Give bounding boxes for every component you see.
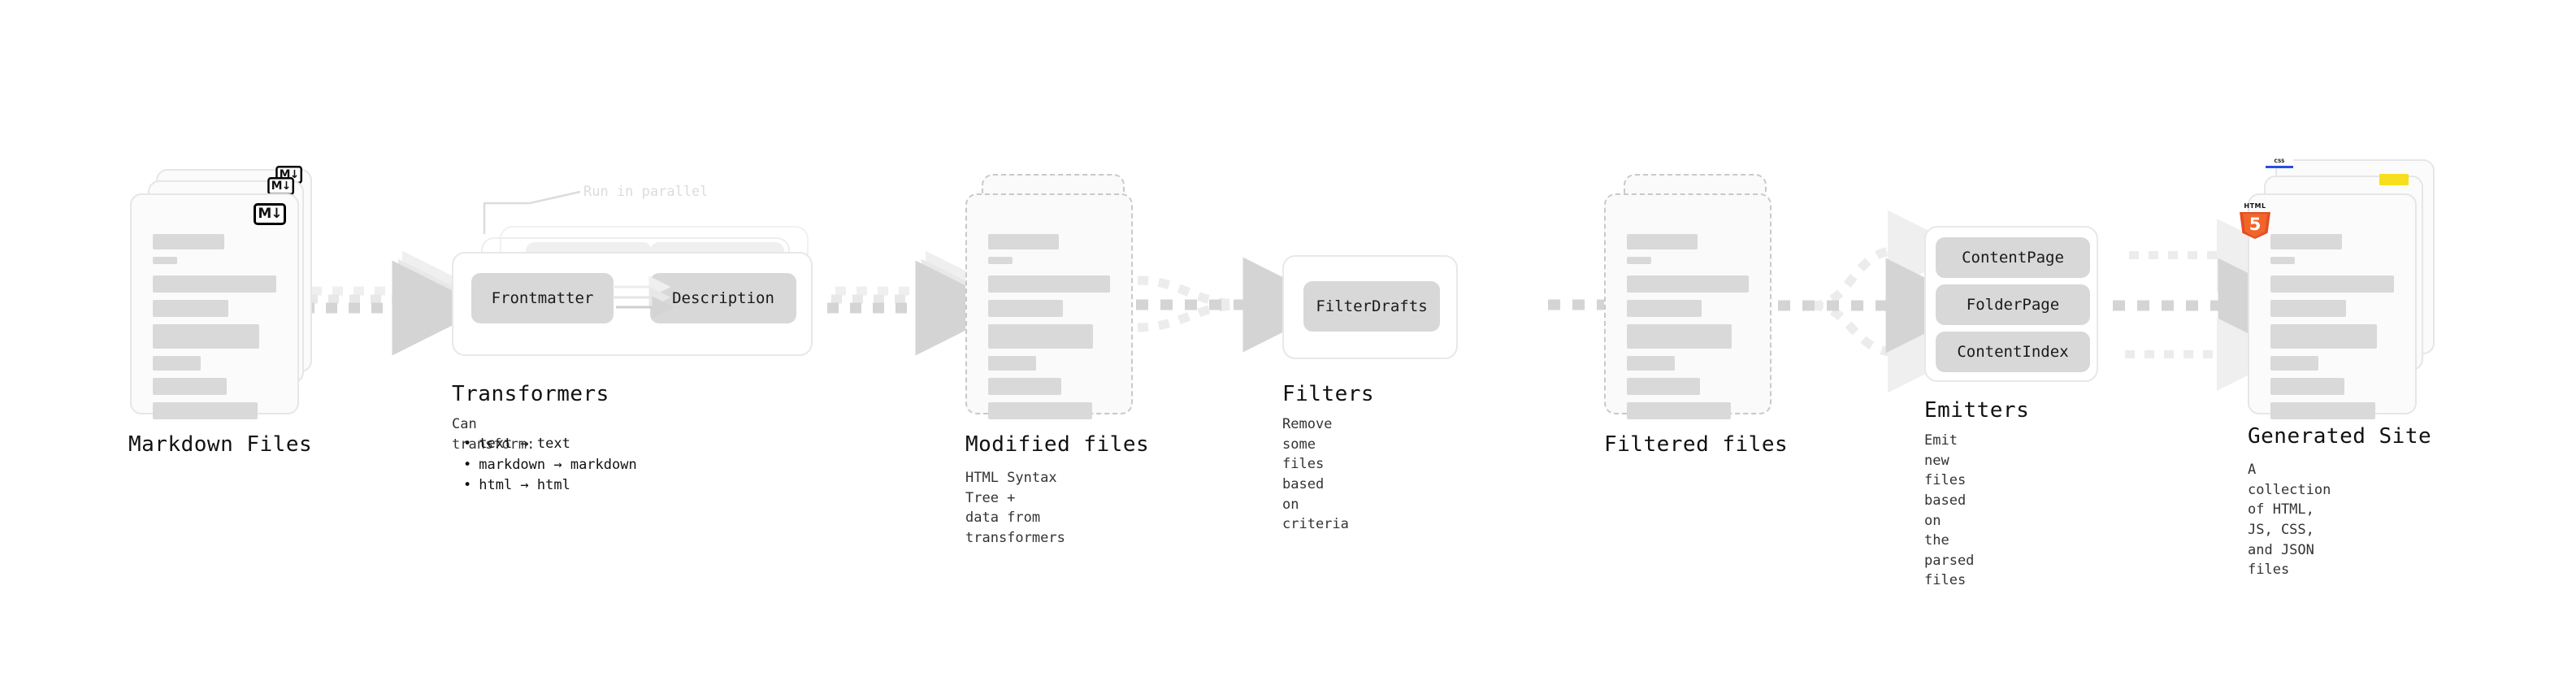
html5-wordmark: HTML bbox=[2244, 202, 2266, 210]
content-bar bbox=[2270, 378, 2345, 395]
arrow-modified-to-filters bbox=[1136, 257, 1338, 353]
stage-title-emitters: Emitters bbox=[1924, 398, 2030, 423]
content-bar bbox=[1627, 324, 1732, 349]
doc-card-front bbox=[1604, 193, 1772, 419]
transformer-pill-description[interactable]: Description bbox=[650, 273, 796, 323]
stage-title-generated-site: Generated Site bbox=[2248, 424, 2432, 449]
list-item: html → html bbox=[463, 475, 637, 497]
emitter-pill-folderpage[interactable]: FolderPage bbox=[1936, 284, 2090, 325]
content-bar bbox=[1627, 378, 1700, 395]
content-bar bbox=[153, 257, 178, 264]
stage-title-transformers: Transformers bbox=[452, 382, 609, 406]
content-bar bbox=[153, 402, 258, 419]
content-bar bbox=[153, 275, 276, 293]
content-bar bbox=[2270, 275, 2394, 293]
content-bar bbox=[988, 275, 1110, 293]
transformer-bullet-list: text → text markdown → markdown html → h… bbox=[463, 434, 637, 497]
content-bar bbox=[1627, 402, 1731, 419]
css-badge-icon: CSS bbox=[2266, 158, 2293, 168]
html5-icon: HTML 5 bbox=[2240, 202, 2270, 239]
html5-number: 5 bbox=[2249, 215, 2262, 234]
content-bar bbox=[1627, 356, 1675, 371]
content-bar bbox=[988, 324, 1093, 349]
arrow-filtered-to-emitters bbox=[1778, 210, 1981, 393]
doc-card-front: HTML 5 bbox=[2240, 193, 2417, 419]
transformer-group-front: Frontmatter Description bbox=[452, 252, 813, 356]
content-bar bbox=[988, 402, 1092, 419]
content-bar bbox=[153, 356, 202, 371]
arrow-md-to-transformers bbox=[303, 250, 488, 356]
content-bar bbox=[1627, 234, 1698, 249]
doc-content-lines bbox=[153, 234, 276, 427]
content-bar bbox=[153, 378, 228, 395]
content-bar bbox=[153, 324, 259, 349]
stage-title-markdown-files: Markdown Files bbox=[128, 432, 313, 457]
doc-content-lines bbox=[2270, 234, 2394, 427]
emitter-pill-contentpage[interactable]: ContentPage bbox=[1936, 237, 2090, 278]
content-bar bbox=[2270, 234, 2343, 249]
content-bar bbox=[2270, 402, 2376, 419]
list-item: markdown → markdown bbox=[463, 455, 636, 476]
stage-title-modified-files: Modified files bbox=[965, 432, 1150, 457]
emitters-group: ContentPage FolderPage ContentIndex bbox=[1924, 226, 2098, 382]
content-bar bbox=[2270, 257, 2296, 264]
content-bar bbox=[1627, 257, 1651, 264]
stage-subtitle-modified-files: HTML Syntax Tree + data from transformer… bbox=[965, 470, 1065, 546]
doc-card-front bbox=[965, 193, 1133, 419]
css-underline bbox=[2266, 166, 2293, 168]
markdown-icon-ghost-1: M↓ bbox=[267, 177, 294, 196]
list-item: text → text bbox=[463, 434, 637, 455]
filter-pill-filterdrafts[interactable]: FilterDrafts bbox=[1303, 281, 1440, 332]
content-bar bbox=[988, 356, 1036, 371]
doc-card-front: M↓ bbox=[130, 193, 299, 419]
content-bar bbox=[988, 378, 1061, 395]
markdown-icon: M↓ bbox=[254, 203, 286, 225]
content-bar bbox=[988, 234, 1059, 249]
arrow-emitters-to-site bbox=[2113, 219, 2314, 391]
css-badge-label: CSS bbox=[2274, 158, 2285, 164]
content-bar bbox=[153, 300, 228, 317]
content-bar bbox=[1627, 275, 1749, 293]
filters-group: FilterDrafts bbox=[1282, 255, 1458, 359]
emitter-pill-contentindex[interactable]: ContentIndex bbox=[1936, 332, 2090, 372]
stage-title-filters: Filters bbox=[1282, 382, 1375, 406]
run-in-parallel-label: Run in parallel bbox=[583, 184, 709, 200]
transformer-pill-frontmatter[interactable]: Frontmatter bbox=[471, 273, 614, 323]
content-bar bbox=[2270, 300, 2346, 317]
doc-content-lines bbox=[988, 234, 1110, 427]
doc-content-lines bbox=[1627, 234, 1749, 427]
stage-subtitle-filters: Remove some files based on criteria bbox=[1282, 416, 1349, 533]
content-bar bbox=[2270, 324, 2377, 349]
content-bar bbox=[2270, 356, 2319, 371]
stage-title-filtered-files: Filtered files bbox=[1604, 432, 1789, 457]
content-bar bbox=[988, 257, 1013, 264]
stage-subtitle-generated-site: A collection of HTML, JS, CSS, and JSON … bbox=[2248, 462, 2331, 579]
js-badge-icon bbox=[2379, 174, 2409, 185]
content-bar bbox=[988, 300, 1063, 317]
stage-subtitle-emitters: Emit new files based on the parsed files bbox=[1924, 432, 1975, 589]
content-bar bbox=[153, 234, 225, 249]
content-bar bbox=[1627, 300, 1702, 317]
arrow-transformers-to-modified bbox=[827, 250, 1011, 356]
